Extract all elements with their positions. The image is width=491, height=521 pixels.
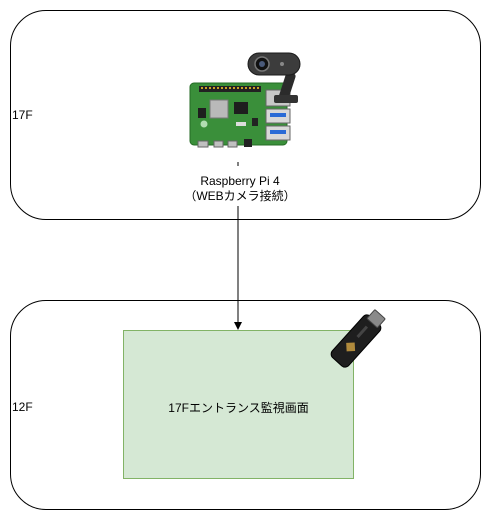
device-note-label: （WEBカメラ接続） (184, 189, 296, 203)
monitor-screen-box: 17Fエントランス監視画面 (123, 330, 354, 479)
hdmi-stick-pc-icon (330, 309, 386, 368)
connection-arrow (234, 162, 242, 330)
webcam-icon (247, 52, 301, 103)
monitor-screen-label: 17Fエントランス監視画面 (168, 401, 309, 415)
floor-17-label: 17F (12, 108, 33, 122)
device-name-label: Raspberry Pi 4 (200, 174, 280, 188)
floor-12-label: 12F (12, 400, 33, 414)
raspberry-pi-board-icon (189, 82, 291, 148)
